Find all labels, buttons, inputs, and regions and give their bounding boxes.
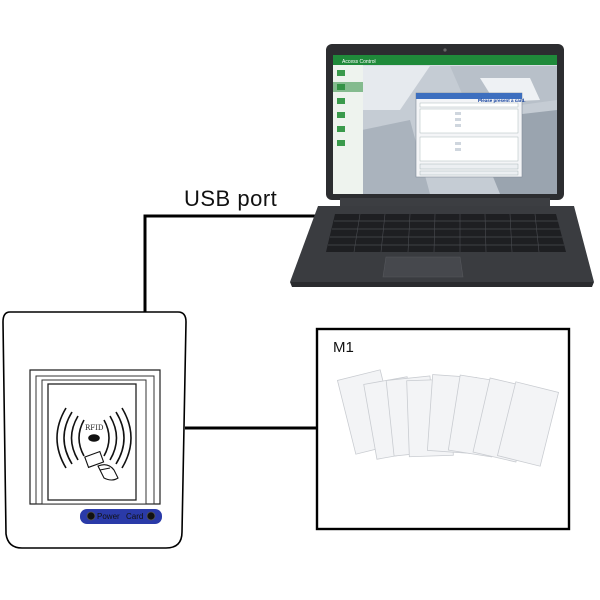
rfid-waves-icon xyxy=(56,407,132,469)
laptop-keyboard xyxy=(326,213,566,253)
card-dialog-window xyxy=(415,92,523,178)
reader-brand-label: RFID xyxy=(85,424,104,432)
reader-card-window xyxy=(47,383,137,501)
hand-card-icon xyxy=(84,450,119,481)
laptop-hinge xyxy=(340,198,550,206)
sidebar-selected-item xyxy=(333,82,363,92)
card-led-icon xyxy=(146,511,156,521)
card-led-label: Card xyxy=(126,512,144,521)
card-prompt-text: Please present a card. xyxy=(478,98,526,103)
card-type-label: M1 xyxy=(333,339,354,356)
laptop xyxy=(290,44,594,287)
webcam xyxy=(443,48,447,52)
app-header xyxy=(333,55,557,65)
laptop-touchpad xyxy=(382,256,464,278)
laptop-base-edge xyxy=(290,282,594,287)
usb-cable-line xyxy=(143,214,336,312)
power-led-label: Power xyxy=(97,512,120,521)
usb-port-label: USB port xyxy=(184,186,278,211)
reader-inner-frame-1 xyxy=(35,375,155,505)
card-stack xyxy=(336,369,560,467)
app-title: Access Control xyxy=(342,59,376,65)
reader-led-panel xyxy=(80,509,162,524)
card xyxy=(496,381,560,467)
app-sidebar xyxy=(333,55,363,194)
rfid-reader xyxy=(2,311,187,549)
power-led-icon xyxy=(86,511,96,521)
